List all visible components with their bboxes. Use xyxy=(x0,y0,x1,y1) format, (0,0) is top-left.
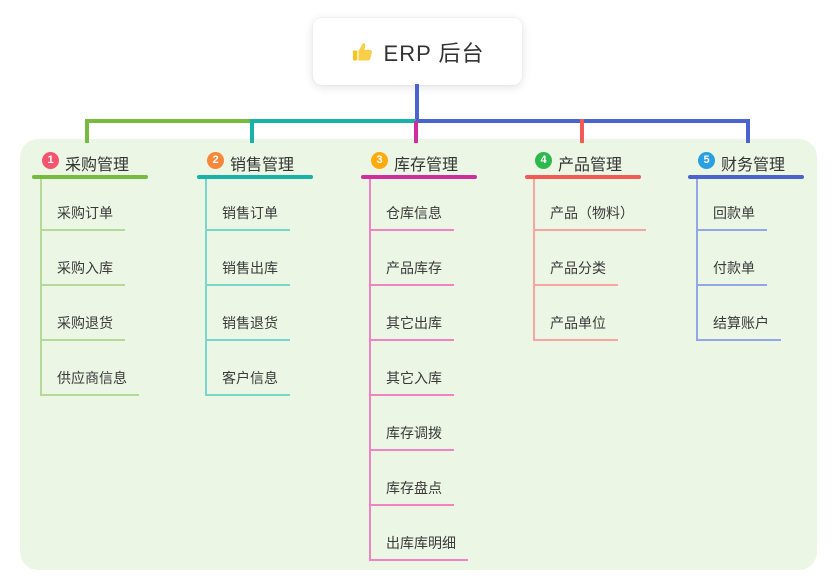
branch-title[interactable]: 产品管理 xyxy=(558,157,623,174)
connector-line-sales xyxy=(252,119,416,123)
branch-number-badge: 4 xyxy=(535,152,552,169)
leaf-node[interactable]: 回款单 xyxy=(696,204,767,231)
branch-drop-line xyxy=(746,119,750,143)
thumbs-up-icon xyxy=(351,40,375,64)
subtree-vertical-line xyxy=(533,179,535,341)
branch-number-badge: 2 xyxy=(207,152,224,169)
branch-title[interactable]: 财务管理 xyxy=(721,157,786,174)
subtree-vertical-line xyxy=(369,179,371,561)
leaf-node[interactable]: 采购入库 xyxy=(40,259,125,286)
leaf-node[interactable]: 产品单位 xyxy=(533,314,618,341)
branches-background-panel xyxy=(20,139,817,570)
branch-drop-line xyxy=(250,119,254,143)
leaf-node[interactable]: 库存盘点 xyxy=(369,479,454,506)
branch-drop-line xyxy=(414,121,418,143)
leaf-node[interactable]: 结算账户 xyxy=(696,314,781,341)
root-title: ERP 后台 xyxy=(383,40,485,66)
subtree-vertical-line xyxy=(205,179,207,396)
root-connector-line xyxy=(415,84,419,120)
leaf-node[interactable]: 采购订单 xyxy=(40,204,125,231)
leaf-node[interactable]: 销售出库 xyxy=(205,259,290,286)
root-node[interactable]: ERP 后台 xyxy=(313,18,522,85)
leaf-node[interactable]: 其它出库 xyxy=(369,314,454,341)
branch-drop-line xyxy=(580,119,584,143)
leaf-node[interactable]: 采购退货 xyxy=(40,314,125,341)
branch-underline xyxy=(361,175,477,179)
branch-title[interactable]: 采购管理 xyxy=(65,157,130,174)
leaf-node[interactable]: 产品分类 xyxy=(533,259,618,286)
leaf-node[interactable]: 付款单 xyxy=(696,259,767,286)
branch-underline xyxy=(32,175,148,179)
leaf-node[interactable]: 供应商信息 xyxy=(40,369,139,396)
branch-title[interactable]: 库存管理 xyxy=(394,157,459,174)
leaf-node[interactable]: 销售订单 xyxy=(205,204,290,231)
branch-number-badge: 3 xyxy=(371,152,388,169)
branch-underline xyxy=(525,175,641,179)
subtree-vertical-line xyxy=(40,179,42,396)
leaf-node[interactable]: 其它入库 xyxy=(369,369,454,396)
branch-number-badge: 5 xyxy=(698,152,715,169)
connector-line-purchase xyxy=(87,119,252,123)
branch-number-badge: 1 xyxy=(42,152,59,169)
branch-drop-line xyxy=(85,119,89,143)
leaf-node[interactable]: 库存调拨 xyxy=(369,424,454,451)
leaf-node[interactable]: 出库库明细 xyxy=(369,534,468,561)
branch-underline xyxy=(688,175,804,179)
leaf-node[interactable]: 产品（物料） xyxy=(533,204,646,231)
leaf-node[interactable]: 客户信息 xyxy=(205,369,290,396)
branch-underline xyxy=(197,175,313,179)
leaf-node[interactable]: 仓库信息 xyxy=(369,204,454,231)
leaf-node[interactable]: 销售退货 xyxy=(205,314,290,341)
leaf-node[interactable]: 产品库存 xyxy=(369,259,454,286)
branch-title[interactable]: 销售管理 xyxy=(230,157,295,174)
subtree-vertical-line xyxy=(696,179,698,341)
